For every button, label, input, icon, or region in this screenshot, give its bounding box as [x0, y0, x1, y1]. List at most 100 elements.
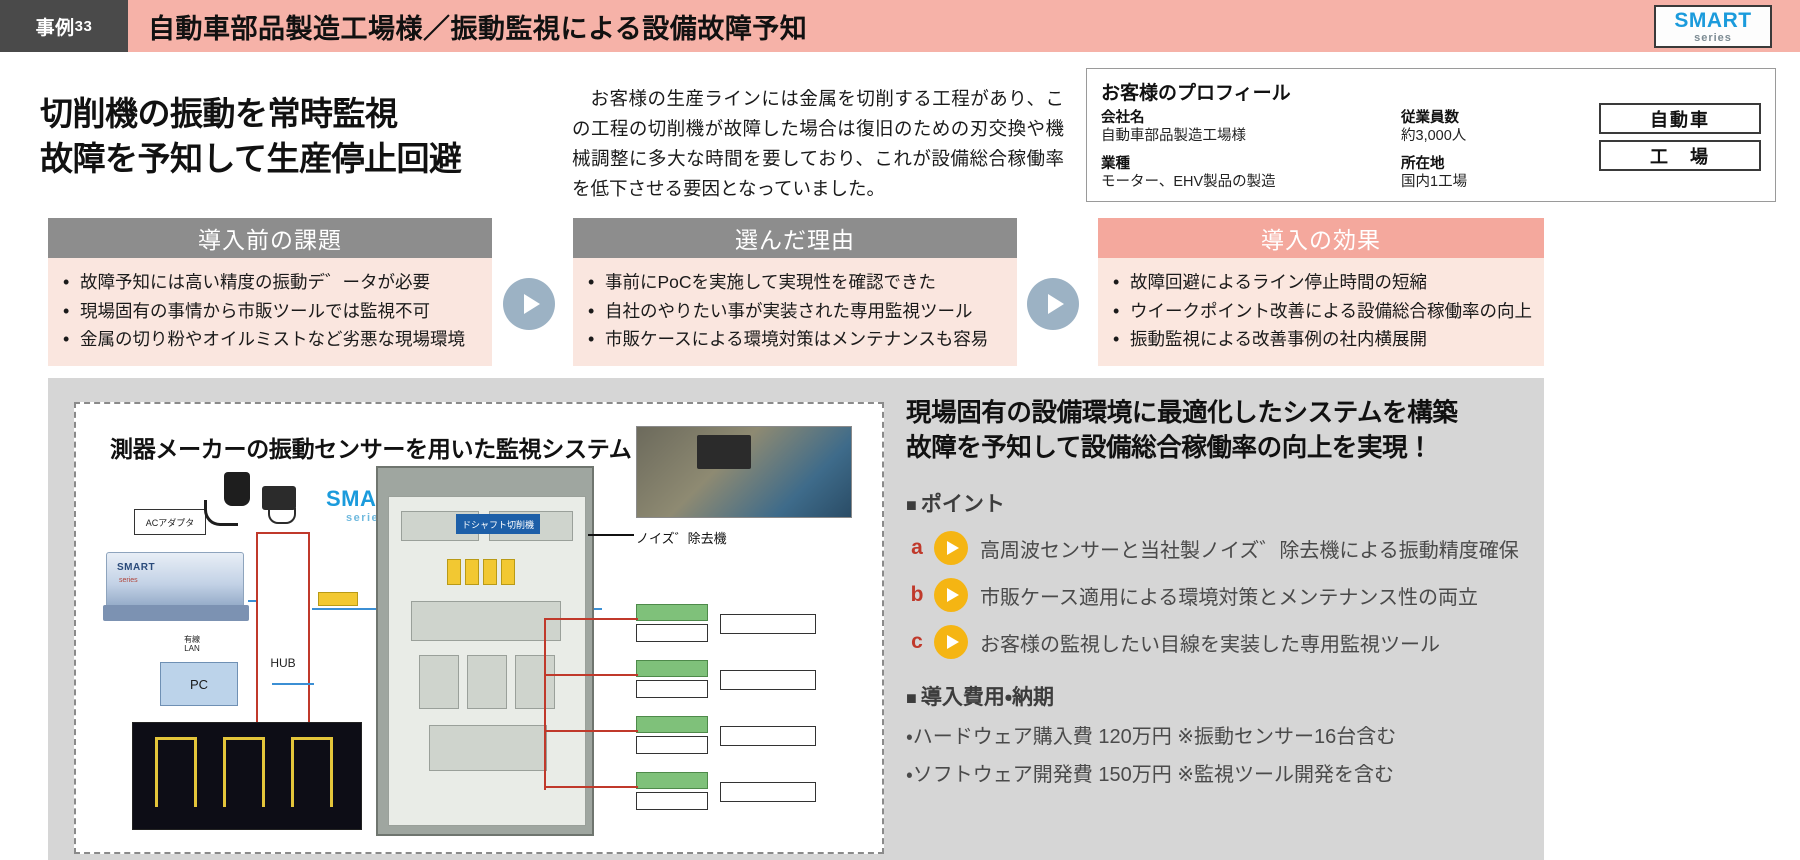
lead-body-text: お客様の生産ラインには金属を切削する工程があり、この工程の切削機が故障した場合は… — [572, 84, 1064, 204]
sensor-trunk-cable — [544, 618, 546, 790]
play-icon — [934, 531, 968, 566]
mini-adapter-icon — [262, 486, 296, 524]
arrow-reasons-to-effects-icon — [1027, 278, 1079, 330]
sensor-box — [636, 624, 708, 642]
lead-heading-line1: 切削機の振動を常時監視 — [40, 95, 398, 132]
cabinet-module — [467, 655, 507, 709]
smart-gateway-device: SMART series — [103, 552, 249, 621]
profile-label-industry: 業種 — [1101, 155, 1130, 172]
waveform-segment — [155, 737, 197, 807]
sensor-node-stack — [636, 600, 852, 824]
info-headline-line1: 現場固有の設備環境に最適化したシステムを構築 — [906, 399, 1458, 427]
column-reasons-body: 事前にPoCを実施して実現性を確認できた 自社のやりたい事が実装された専用監視ツ… — [573, 258, 1017, 366]
list-item: ウイークポイント改善による設備総合稼働率の向上 — [1104, 298, 1534, 325]
point-letter-a: a — [911, 536, 923, 560]
profile-label-location: 所在地 — [1401, 155, 1445, 172]
point-item-b: b 市販ケース適用による環境対策とメンテナンス性の両立 — [906, 578, 1526, 613]
power-cord-icon — [204, 500, 238, 526]
column-challenges-heading: 導入前の課題 — [48, 218, 492, 258]
smart-logo-word: SMART — [1674, 8, 1752, 32]
profile-field-company: 会社名 自動車部品製造工場様 — [1101, 109, 1391, 146]
column-challenges-list: 故障予知には高い精度の振動デ゛ータが必要 現場固有の事情から市販ツールでは監視不… — [54, 269, 482, 353]
cost-line-software: ・ソフトウェア開発費 150万円 ※監視ツール開発を含む — [906, 764, 1395, 787]
info-headline: 現場固有の設備環境に最適化したシステムを構築 故障を予知して設備総合稼働率の向上… — [906, 396, 1526, 466]
column-effects-heading: 導入の効果 — [1098, 218, 1544, 258]
waveform-segment — [291, 737, 333, 807]
sensor-cable — [546, 730, 638, 732]
profile-label-employees: 従業員数 — [1401, 110, 1459, 126]
ac-adapter-box: ACアダプタ — [134, 509, 206, 535]
column-reasons-heading: 選んだ理由 — [573, 218, 1017, 258]
sensor-node-row — [636, 656, 852, 712]
point-item-c: c お客様の監視したい目線を実装した専用監視ツール — [906, 625, 1526, 660]
hub-box: HUB — [256, 532, 310, 728]
profile-column-left: 会社名 自動車部品製造工場様 業種 モーター、EHV製品の製造 — [1101, 109, 1391, 201]
lead-heading-line2: 故障を予知して生産停止回避 — [40, 139, 462, 177]
link-hub-to-pc — [272, 683, 314, 685]
noise-remover-text: ノイズ゛除去機 — [636, 531, 727, 546]
sensor-node-row — [636, 600, 852, 656]
cabinet-terminal — [447, 559, 461, 585]
sensor-cable — [546, 786, 638, 788]
profile-value-location: 国内1工場 — [1401, 174, 1468, 191]
power-plug-icon — [224, 472, 250, 506]
list-item: 故障回避によるライン停止時間の短縮 — [1104, 269, 1534, 296]
customer-profile-box: お客様のプロフィール 会社名 自動車部品製造工場様 業種 モーター、EHV製品の… — [1086, 68, 1776, 202]
column-challenges-body: 故障予知には高い精度の振動デ゛ータが必要 現場固有の事情から市販ツールでは監視不… — [48, 258, 492, 366]
header-band — [0, 0, 1800, 52]
sensor-status-chip — [636, 772, 708, 789]
link-noise-remover — [588, 534, 634, 536]
points-section-label: ポイント — [906, 488, 1526, 518]
sensor-status-chip — [636, 716, 708, 733]
profile-label-company: 会社名 — [1101, 110, 1145, 126]
profile-value-company: 自動車部品製造工場様 — [1101, 128, 1246, 145]
sensor-detail-box — [720, 670, 816, 690]
list-item: 振動監視による改善事例の社内横展開 — [1104, 326, 1534, 353]
waveform-segment — [223, 737, 265, 807]
sensor-box — [636, 736, 708, 754]
cost-section-label: 導入費用・納期 — [906, 681, 1526, 711]
sensor-cable — [546, 618, 638, 620]
list-item: 金属の切り粉やオイルミストなど劣悪な現場環境 — [54, 326, 482, 353]
cabinet-terminal — [465, 559, 479, 585]
smart-device-label: SMART — [117, 562, 156, 573]
sensor-detail-box — [720, 726, 816, 746]
bottom-panel: 測器メーカーの振動センサーを用いた監視システム ACアダプタ SMART ser… — [48, 378, 1544, 860]
profile-tag-stack: 自動車 工 場 — [1599, 103, 1761, 177]
case-tab-number: 33 — [74, 17, 93, 35]
sensor-box — [636, 792, 708, 810]
info-column: 現場固有の設備環境に最適化したシステムを構築 故障を予知して設備総合稼働率の向上… — [906, 396, 1526, 787]
cabinet-module — [515, 655, 555, 709]
column-effects: 導入の効果 故障回避によるライン停止時間の短縮 ウイークポイント改善による設備総… — [1098, 218, 1544, 366]
lead-body-content: お客様の生産ラインには金属を切削する工程があり、この工程の切削機が故障した場合は… — [572, 88, 1064, 199]
point-text-b: 市販ケース適用による環境対策とメンテナンス性の両立 — [980, 586, 1478, 609]
sensor-detail-box — [720, 614, 816, 634]
point-letter-c: c — [911, 630, 923, 654]
point-letter-b: b — [910, 583, 924, 607]
profile-tag-industry: 自動車 — [1599, 103, 1761, 134]
profile-title: お客様のプロフィール — [1101, 83, 1291, 104]
cabinet-module — [419, 655, 459, 709]
arrow-challenges-to-reasons-icon — [503, 278, 555, 330]
column-challenges: 導入前の課題 故障予知には高い精度の振動デ゛ータが必要 現場固有の事情から市販ツ… — [48, 218, 492, 366]
play-icon — [934, 578, 968, 613]
cabinet-tag-label: ドシャフト切削機 — [456, 514, 540, 534]
waveform-monitor — [132, 722, 362, 830]
cabinet-module — [411, 601, 561, 641]
system-diagram-card: 測器メーカーの振動センサーを用いた監視システム ACアダプタ SMART ser… — [74, 402, 884, 854]
list-item: 事前にPoCを実施して実現性を確認できた — [579, 269, 1007, 296]
list-item: 自社のやりたい事が実装された専用監視ツール — [579, 298, 1007, 325]
point-text-c: お客様の監視したい目線を実装した専用監視ツール — [980, 633, 1440, 656]
cabinet-terminal — [501, 559, 515, 585]
cost-line-hardware: ・ハードウェア購入費 120万円 ※振動センサー16台含む — [906, 726, 1397, 749]
profile-value-employees: 約3,000人 — [1401, 128, 1467, 145]
point-item-a: a 高周波センサーと当社製ノイズ゛除去機による振動精度確保 — [906, 531, 1526, 566]
sensor-detail-box — [720, 782, 816, 802]
profile-tag-facility: 工 場 — [1599, 140, 1761, 171]
sensor-cable — [546, 674, 638, 676]
page-title: 自動車部品製造工場様／振動監視による設備故障予知 — [148, 13, 808, 44]
sensor-status-chip — [636, 660, 708, 677]
